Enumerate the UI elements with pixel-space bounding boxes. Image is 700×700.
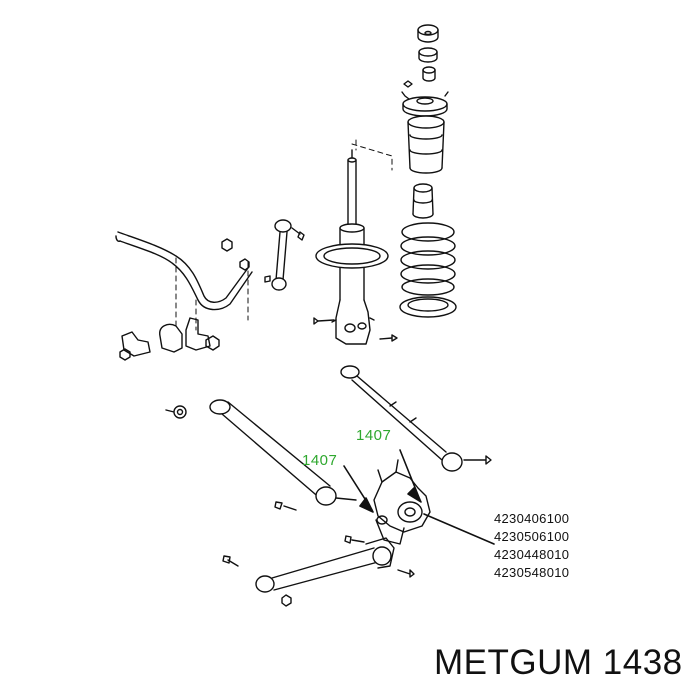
assembly-guide-lines — [175, 139, 393, 331]
rear-knuckle — [373, 459, 431, 545]
strut-bolts — [313, 317, 398, 342]
dust-boot — [407, 115, 445, 174]
spring-seat-lower — [399, 296, 457, 318]
coil-spring — [400, 222, 456, 296]
part-number: 4230548010 — [494, 565, 570, 580]
brand-name: METGUM — [434, 643, 593, 682]
small-nut-top — [403, 80, 413, 88]
callout-label-left: 1407 — [302, 452, 338, 469]
stabilizer-bushing-bracket — [119, 317, 220, 361]
strut-assembly — [315, 149, 389, 345]
strut-rod — [340, 365, 492, 472]
bump-stop — [412, 183, 434, 219]
trailing-arm — [209, 399, 357, 511]
stabilizer-bar-nuts — [221, 238, 250, 271]
part-number: 4230506100 — [494, 529, 570, 544]
brand-code: 1438 — [602, 643, 683, 682]
spacer-collar — [422, 66, 436, 82]
upper-mount — [401, 91, 449, 117]
stabilizer-bar — [115, 231, 253, 311]
upper-washer — [418, 47, 438, 63]
lower-arm-bolts — [222, 555, 292, 607]
top-nut — [417, 24, 439, 43]
stabilizer-link — [264, 219, 305, 291]
part-number-list: 4230406100 4230506100 4230448010 4230548… — [494, 510, 569, 582]
brand-caption: METGUM 1438 — [434, 643, 683, 683]
trailing-arm-bolt — [165, 405, 187, 419]
lower-control-arm — [255, 535, 415, 593]
part-number: 4230406100 — [494, 511, 570, 526]
part-number: 4230448010 — [494, 547, 570, 562]
callout-arrows — [343, 449, 495, 545]
callout-label-right: 1407 — [356, 427, 392, 444]
